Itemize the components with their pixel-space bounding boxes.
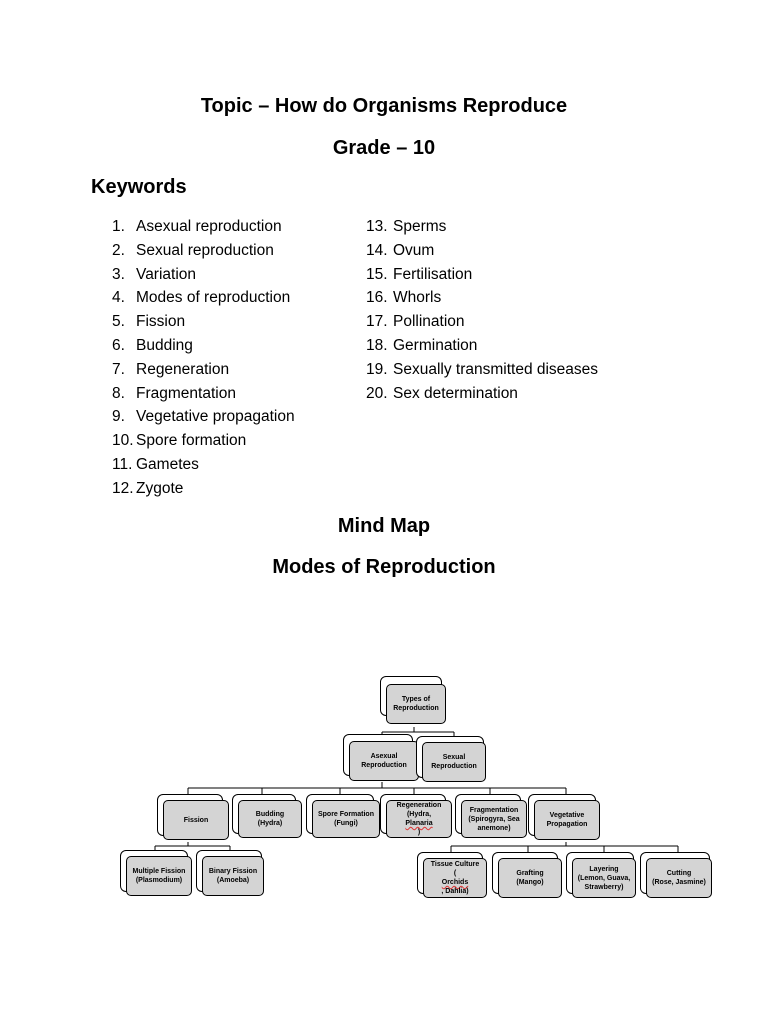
list-item: 7.Regeneration [112, 360, 230, 378]
list-item: 9.Vegetative propagation [112, 408, 295, 426]
list-item: 14.Ovum [366, 241, 435, 259]
list-item: 19.Sexually transmitted diseases [366, 360, 599, 378]
mind-map-title: Mind Map [337, 515, 431, 537]
node-budding: Budding(Hydra) [238, 800, 302, 838]
list-item: 11.Gametes [112, 455, 199, 473]
node-grafting: Grafting(Mango) [498, 858, 562, 898]
node-regeneration: Regeneration (Hydra, Planaria) [386, 800, 452, 838]
list-item: 1.Asexual reproduction [112, 218, 282, 235]
keywords-list-right: 13.Sperms 14.Ovum 15.Fertilisation 16.Wh… [366, 215, 598, 405]
node-multiple-fission: Multiple Fission(Plasmodium) [126, 856, 192, 896]
list-item: 4.Modes of reproduction [112, 289, 291, 307]
list-item: 2.Sexual reproduction [112, 241, 274, 259]
node-fission: Fission [163, 800, 229, 840]
node-binary-fission: Binary Fission(Amoeba) [202, 856, 264, 896]
node-spore-formation: Spore Formation(Fungi) [312, 800, 380, 838]
keywords-heading: Keywords [91, 176, 187, 198]
topic-title: Topic – How do Organisms Reproduce [200, 95, 568, 117]
connector-lines [154, 727, 679, 852]
list-item: 17.Pollination [366, 313, 465, 331]
list-item: 12.Zygote [112, 479, 184, 497]
node-cutting: Cutting(Rose, Jasmine) [646, 858, 712, 898]
list-item: 5.Fission [112, 313, 186, 331]
list-item: 6.Budding [112, 336, 193, 354]
list-item: 8.Fragmentation [112, 384, 236, 402]
list-item: 15.Fertilisation [366, 265, 473, 283]
list-item: 3.Variation [112, 265, 197, 283]
list-item: 10.Spore formation [112, 432, 247, 450]
list-item: 16.Whorls [366, 289, 442, 307]
node-tissue-culture: Tissue Culture (Orchids, Dahlia) [423, 858, 487, 898]
keywords-list-left: 1.Asexual reproduction 2.Sexual reproduc… [112, 215, 295, 501]
node-layering: Layering(Lemon, Guava,Strawberry) [572, 858, 636, 898]
list-item: 20.Sex determination [366, 384, 518, 402]
grade-title: Grade – 10 [332, 137, 436, 159]
list-item: 13.Sperms [366, 218, 447, 235]
mind-map-subtitle: Modes of Reproduction [272, 556, 496, 578]
list-item: 18.Germination [366, 336, 478, 354]
